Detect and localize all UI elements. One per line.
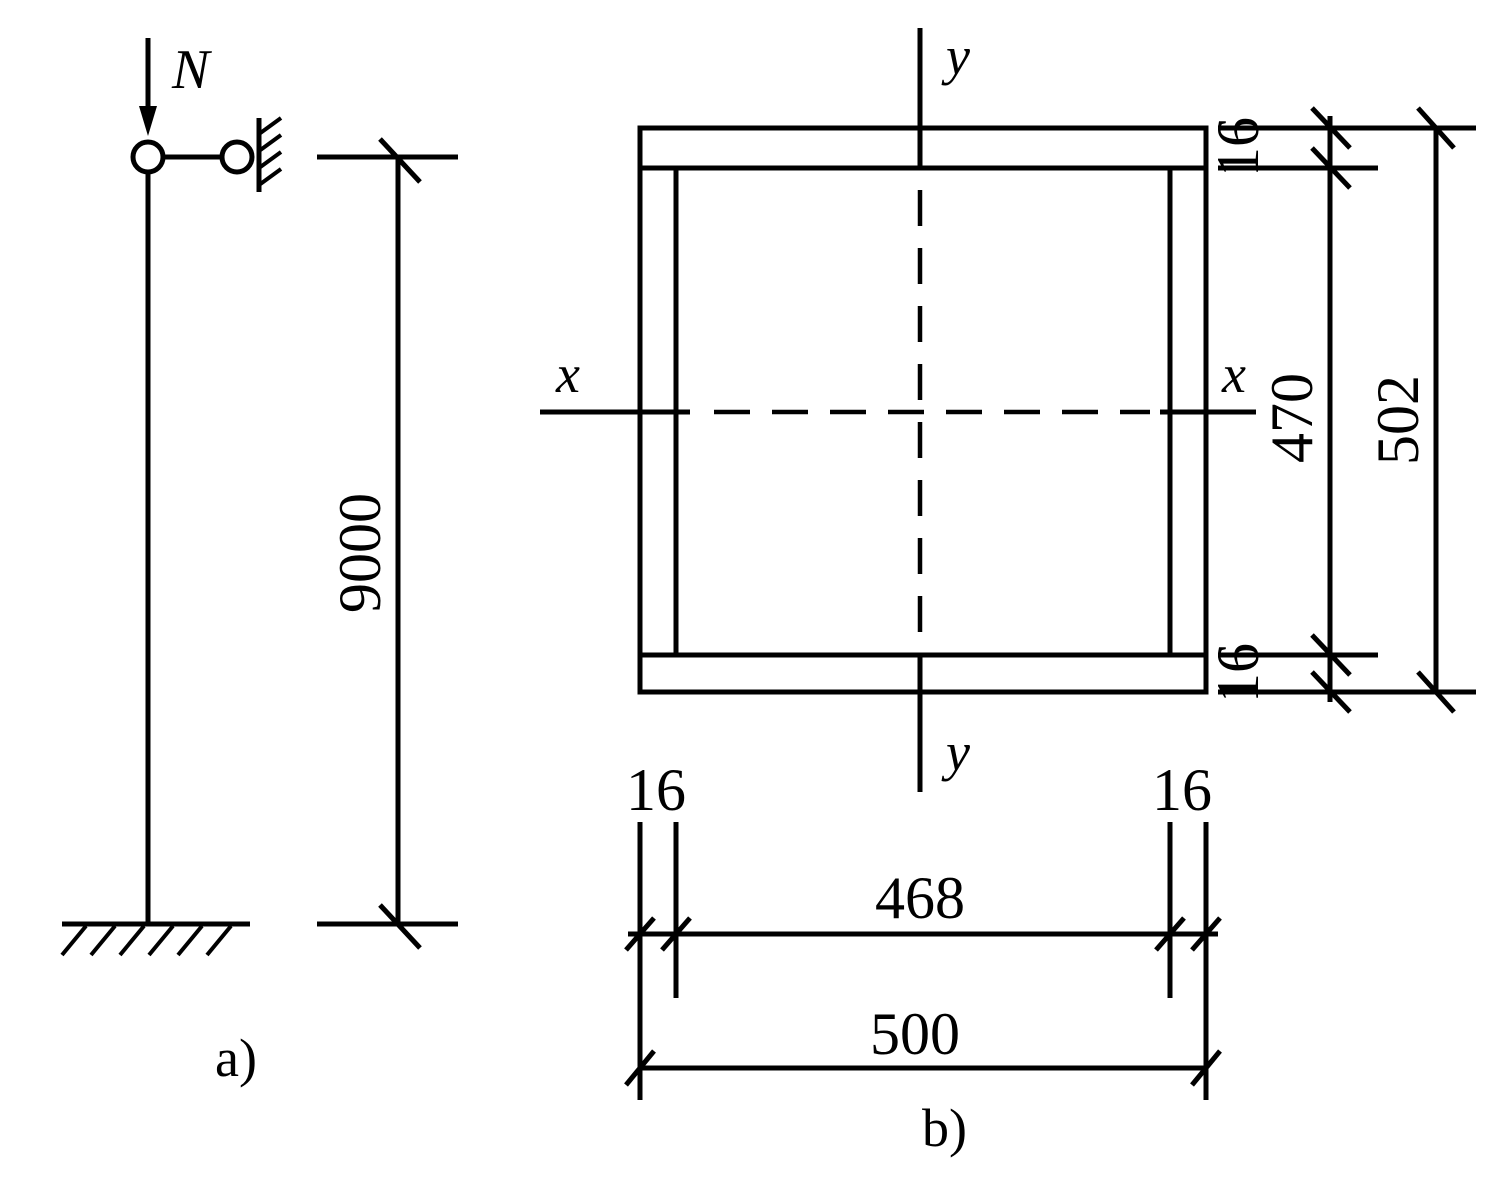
- x-axis-right-label: x: [1221, 344, 1246, 404]
- height-dim-label: 9000: [327, 493, 393, 613]
- total-width-label: 500: [870, 1001, 960, 1067]
- horizontal-dimensions: [624, 822, 1222, 1100]
- load-arrow: [139, 38, 157, 136]
- panel-a-column: N 9: [60, 38, 458, 1088]
- lateral-support-ground: [256, 116, 283, 192]
- total-height-label: 502: [1365, 375, 1431, 465]
- lateral-support-hinge: [219, 139, 255, 175]
- height-dimension: [317, 137, 458, 950]
- fixed-base-support: [60, 921, 250, 957]
- panel-b-section: y y x x 16 470 16 502: [540, 26, 1476, 1158]
- vertical-dimensions: [1218, 106, 1476, 714]
- y-axis-bottom-label: y: [941, 722, 970, 782]
- panel-b-label: b): [922, 1098, 967, 1158]
- load-label: N: [171, 39, 212, 101]
- bottom-flange-thickness-label: 16: [1205, 643, 1271, 703]
- right-web-thickness-label: 16: [1152, 757, 1212, 823]
- left-web-thickness-label: 16: [626, 757, 686, 823]
- inner-width-label: 468: [875, 865, 965, 931]
- web-height-label: 470: [1259, 373, 1325, 463]
- top-hinge: [130, 139, 166, 175]
- top-flange-thickness-label: 16: [1205, 117, 1271, 177]
- y-axis-top-label: y: [941, 26, 970, 86]
- x-axis-left-label: x: [555, 344, 580, 404]
- panel-a-label: a): [215, 1028, 257, 1088]
